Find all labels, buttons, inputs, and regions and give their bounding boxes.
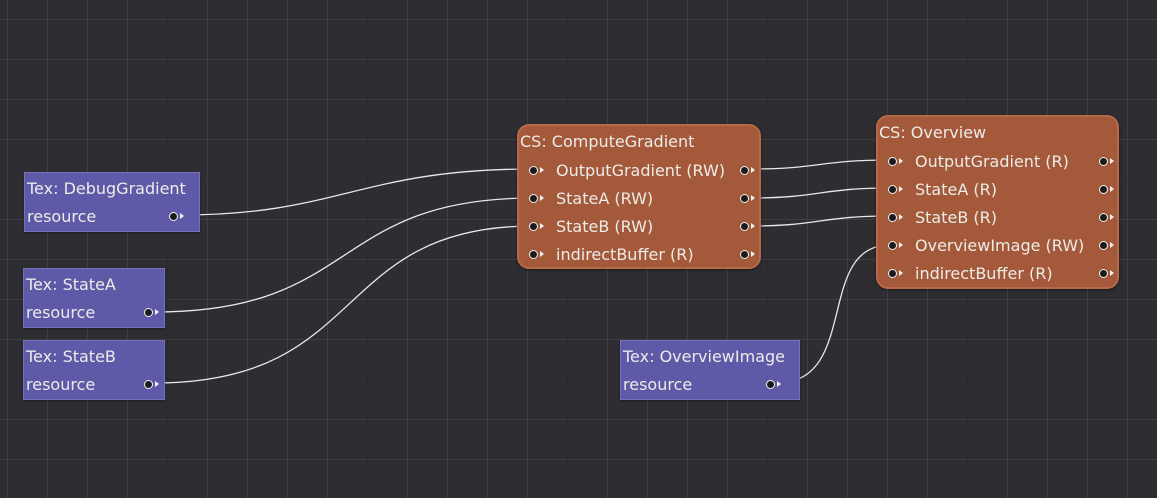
pin-row-indirectbuffer: indirectBuffer (R) — [519, 241, 759, 269]
input-pin-icon[interactable] — [888, 157, 897, 166]
node-tex-statea[interactable]: Tex: StateA resource — [23, 268, 165, 328]
pin-arrow-icon — [751, 251, 755, 257]
pin-row-resource: resource — [621, 371, 799, 399]
pin-row-stateb: StateB (RW) — [519, 213, 759, 241]
node-cs-overview[interactable]: CS: Overview OutputGradient (R) StateA (… — [876, 115, 1119, 289]
pin-arrow-icon — [899, 242, 903, 248]
output-pin-icon[interactable] — [1099, 157, 1108, 166]
pin-arrow-icon — [751, 195, 755, 201]
pin-row-resource: resource — [24, 371, 164, 399]
output-pin-icon[interactable] — [740, 222, 749, 231]
pin-arrow-icon — [1110, 270, 1114, 276]
node-cs-computegradient[interactable]: CS: ComputeGradient OutputGradient (RW) … — [517, 124, 761, 269]
pin-arrow-icon — [155, 381, 159, 387]
output-pin-icon[interactable] — [1099, 241, 1108, 250]
pin-row-resource: resource — [24, 299, 164, 327]
pin-row-outputgradient: OutputGradient (RW) — [519, 157, 759, 185]
pin-arrow-icon — [1110, 158, 1114, 164]
output-pin-icon[interactable] — [144, 308, 153, 317]
pin-label: OverviewImage (RW) — [915, 236, 1085, 255]
pin-row-resource: resource — [25, 203, 199, 231]
pin-label: OutputGradient (RW) — [556, 161, 726, 180]
wire-outputgradient-to-overview[interactable] — [749, 159, 891, 170]
output-pin-icon[interactable] — [1099, 213, 1108, 222]
pin-arrow-icon — [751, 167, 755, 173]
pin-arrow-icon — [1110, 242, 1114, 248]
pin-label: StateA (R) — [915, 180, 997, 199]
pin-label: resource — [26, 303, 96, 322]
pin-label: indirectBuffer (R) — [915, 264, 1053, 283]
pin-label: StateB (R) — [915, 208, 998, 227]
input-pin-icon[interactable] — [888, 185, 897, 194]
wire-statea-to-overview[interactable] — [749, 187, 891, 199]
pin-row-overviewimage: OverviewImage (RW) — [878, 232, 1117, 260]
pin-label: OutputGradient (R) — [915, 152, 1069, 171]
wire-stateb-to-stateb[interactable] — [154, 225, 534, 384]
input-pin-icon[interactable] — [888, 241, 897, 250]
pin-label: StateA (RW) — [556, 189, 654, 208]
pin-label: resource — [27, 207, 97, 226]
pin-row-stateb: StateB (R) — [878, 204, 1117, 232]
node-tex-stateb[interactable]: Tex: StateB resource — [23, 340, 165, 400]
pin-arrow-icon — [899, 214, 903, 220]
pin-label: resource — [26, 375, 96, 394]
input-pin-icon[interactable] — [529, 250, 538, 259]
output-pin-icon[interactable] — [169, 212, 178, 221]
node-tex-overviewimage[interactable]: Tex: OverviewImage resource — [620, 340, 800, 400]
node-title: Tex: StateA — [26, 275, 116, 294]
output-pin-icon[interactable] — [740, 250, 749, 259]
wire-debuggradient-to-outputgradient[interactable] — [179, 168, 534, 216]
output-pin-icon[interactable] — [1099, 185, 1108, 194]
output-pin-icon[interactable] — [144, 380, 153, 389]
input-pin-icon[interactable] — [888, 213, 897, 222]
pin-label: resource — [623, 375, 693, 394]
pin-arrow-icon — [1110, 214, 1114, 220]
pin-label: indirectBuffer (R) — [556, 245, 694, 264]
node-title: CS: Overview — [879, 123, 987, 142]
output-pin-icon[interactable] — [740, 166, 749, 175]
input-pin-icon[interactable] — [529, 194, 538, 203]
pin-arrow-icon — [540, 195, 544, 201]
pin-row-indirectbuffer: indirectBuffer (R) — [878, 260, 1117, 288]
output-pin-icon[interactable] — [766, 380, 775, 389]
input-pin-icon[interactable] — [529, 222, 538, 231]
wire-overviewimage-to-overview[interactable] — [776, 244, 891, 384]
output-pin-icon[interactable] — [740, 194, 749, 203]
wire-statea-to-statea[interactable] — [154, 197, 534, 313]
pin-arrow-icon — [899, 270, 903, 276]
node-title: Tex: StateB — [26, 347, 116, 366]
output-pin-icon[interactable] — [1099, 269, 1108, 278]
pin-arrow-icon — [899, 186, 903, 192]
pin-arrow-icon — [540, 251, 544, 257]
pin-arrow-icon — [1110, 186, 1114, 192]
wire-stateb-to-overview[interactable] — [749, 215, 891, 227]
pin-arrow-icon — [180, 213, 184, 219]
node-title: CS: ComputeGradient — [520, 132, 695, 151]
node-tex-debuggradient[interactable]: Tex: DebugGradient resource — [24, 172, 200, 232]
pin-arrow-icon — [899, 158, 903, 164]
input-pin-icon[interactable] — [529, 166, 538, 175]
pin-row-outputgradient: OutputGradient (R) — [878, 148, 1117, 176]
pin-arrow-icon — [540, 223, 544, 229]
pin-row-statea: StateA (R) — [878, 176, 1117, 204]
pin-arrow-icon — [777, 381, 781, 387]
node-title: Tex: DebugGradient — [27, 179, 186, 198]
node-title: Tex: OverviewImage — [623, 347, 785, 366]
input-pin-icon[interactable] — [888, 269, 897, 278]
pin-row-statea: StateA (RW) — [519, 185, 759, 213]
pin-arrow-icon — [751, 223, 755, 229]
pin-label: StateB (RW) — [556, 217, 654, 236]
pin-arrow-icon — [155, 309, 159, 315]
pin-arrow-icon — [540, 167, 544, 173]
